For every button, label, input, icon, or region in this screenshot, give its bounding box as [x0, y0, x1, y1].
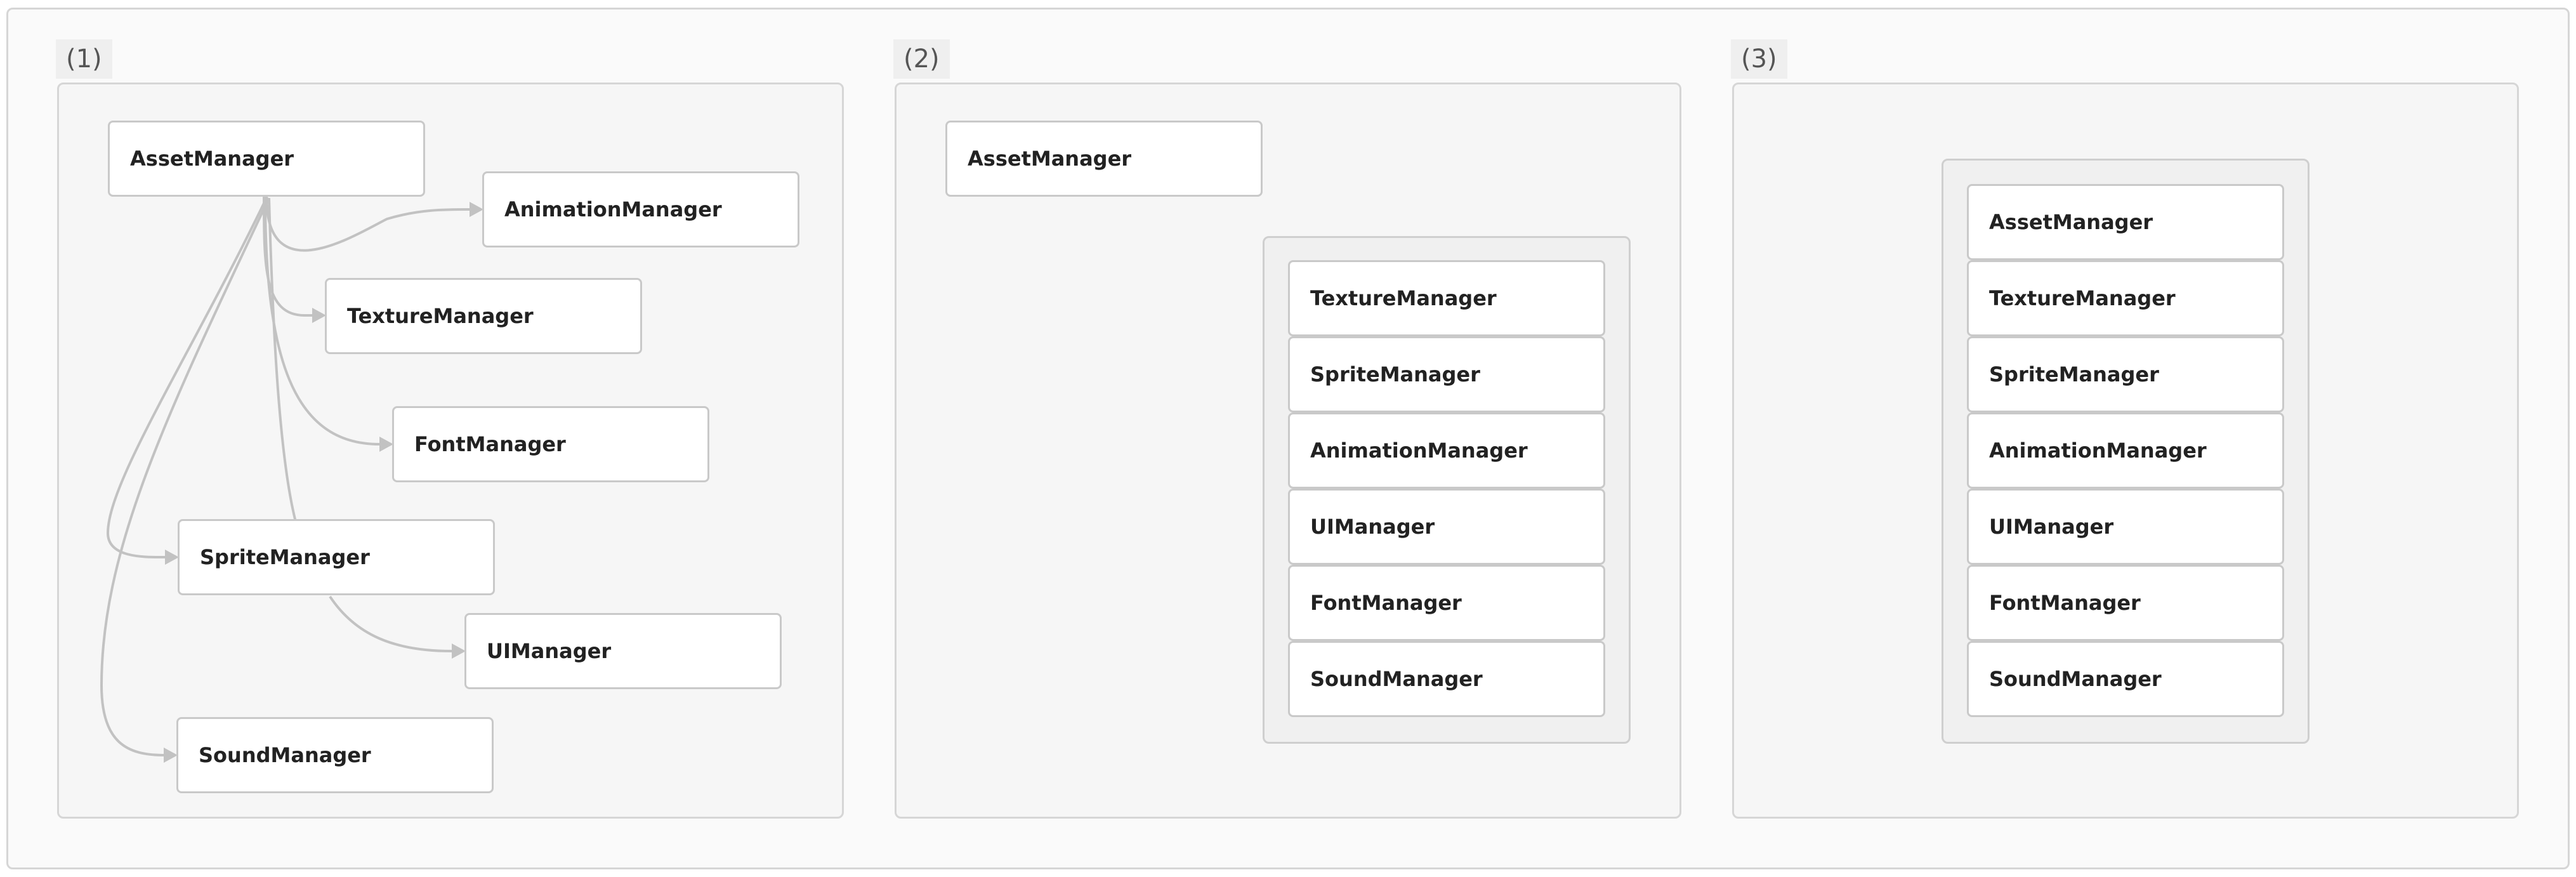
node-sound-manager[interactable]: SoundManager [1288, 641, 1605, 717]
node-texture-manager[interactable]: TextureManager [1967, 260, 2284, 336]
arrowhead-sprite [165, 550, 179, 565]
arrowhead-ui [452, 643, 466, 659]
node-ui-manager[interactable]: UIManager [464, 613, 782, 689]
node-ui-manager[interactable]: UIManager [1967, 489, 2284, 565]
arrowhead-texture [312, 308, 326, 323]
edge-asset-ui-tail [329, 595, 452, 652]
node-font-manager[interactable]: FontManager [392, 406, 709, 482]
node-animation-manager[interactable]: AnimationManager [482, 171, 799, 247]
node-texture-manager[interactable]: TextureManager [325, 278, 642, 354]
node-sound-manager[interactable]: SoundManager [176, 717, 494, 793]
arrowhead-animation [470, 202, 483, 217]
node-asset-manager[interactable]: AssetManager [1967, 184, 2284, 260]
node-font-manager[interactable]: FontManager [1967, 565, 2284, 641]
node-animation-manager[interactable]: AnimationManager [1967, 412, 2284, 489]
node-ui-manager[interactable]: UIManager [1288, 489, 1605, 565]
node-sprite-manager[interactable]: SpriteManager [1288, 336, 1605, 412]
node-asset-manager[interactable]: AssetManager [945, 121, 1263, 197]
node-sprite-manager[interactable]: SpriteManager [1967, 336, 2284, 412]
edge-asset-sound [100, 197, 270, 756]
edge-asset-sprite [106, 197, 268, 559]
panel-1-label: (1) [56, 39, 112, 79]
node-texture-manager[interactable]: TextureManager [1288, 260, 1605, 336]
node-animation-manager[interactable]: AnimationManager [1288, 412, 1605, 489]
node-font-manager[interactable]: FontManager [1288, 565, 1605, 641]
edge-asset-font [264, 196, 380, 445]
arrowhead-sound [164, 748, 178, 763]
arrowhead-font [379, 437, 393, 452]
edge-asset-animation [265, 196, 470, 252]
node-sprite-manager[interactable]: SpriteManager [178, 519, 495, 595]
edge-asset-ui [268, 197, 297, 522]
panel-3-label: (3) [1731, 39, 1787, 79]
panel-2-label: (2) [893, 39, 950, 79]
node-sound-manager[interactable]: SoundManager [1967, 641, 2284, 717]
node-asset-manager[interactable]: AssetManager [108, 121, 425, 197]
